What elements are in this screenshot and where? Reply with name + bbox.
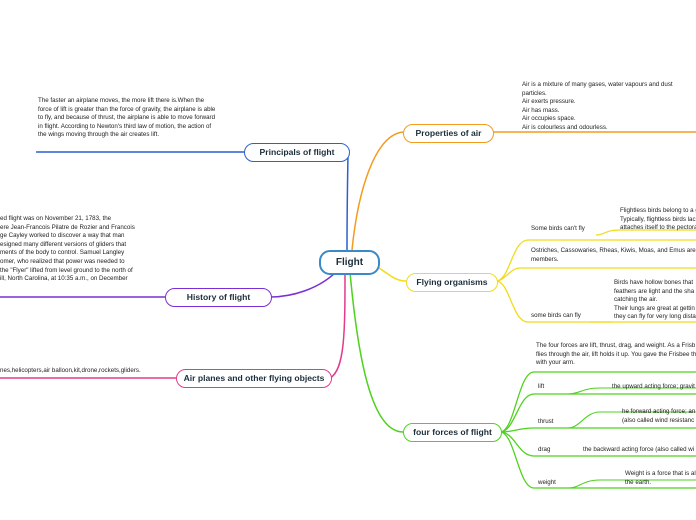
force-weight-label[interactable]: weight: [538, 479, 556, 486]
connector-organisms: [375, 265, 407, 282]
can-fly-detail-line: Their lungs are great at gettin: [614, 304, 695, 312]
connector-weight: [499, 431, 535, 489]
airplanes-text: nes,helicopters,air balloon,kit,drone,ro…: [0, 367, 141, 374]
connector-canfly: [495, 280, 529, 323]
connector-forces: [349, 271, 404, 433]
properties-line: particles.: [522, 89, 547, 97]
topic-properties-of-air[interactable]: Properties of air: [403, 124, 494, 143]
central-topic-flight[interactable]: Flight: [319, 250, 380, 275]
history-line: esigned many different versions of glide…: [0, 240, 127, 248]
connector-principals: [346, 151, 349, 251]
connector-drag: [499, 431, 535, 457]
cant-fly-label[interactable]: Some birds can't fly: [531, 225, 585, 232]
can-fly-detail-line: catching the air.: [614, 296, 658, 304]
force-drag-desc-line: the backward acting force (also called w…: [583, 446, 695, 453]
can-fly-detail-line: feathers are light and the sha: [614, 287, 695, 295]
force-thrust-label[interactable]: thrust: [538, 418, 554, 425]
force-lift-label[interactable]: lift: [538, 383, 545, 390]
force-drag-desc: the backward acting force (also called w…: [583, 446, 694, 455]
force-thrust-desc-line: he forward acting force; an: [622, 408, 696, 415]
connector-lift: [499, 393, 535, 433]
properties-text: Air is a mixture of many gases, water va…: [522, 81, 673, 133]
properties-line: Air is colourless and odourless.: [522, 123, 608, 131]
force-lift-desc-line: the upward acting force; gravit: [612, 383, 695, 390]
forces-intro-line: The four forces are lift, thrust, drag, …: [536, 342, 696, 349]
cant-fly-detail-line: Typically, flightless birds lac: [620, 215, 696, 223]
force-weight-desc-line: Weight is a force that is al: [625, 470, 696, 477]
forces-intro: The four forces are lift, thrust, drag, …: [536, 342, 696, 368]
topic-air-planes[interactable]: Air planes and other flying objects: [176, 369, 332, 388]
history-line: ge Cayley worked to discover a way that …: [0, 232, 125, 240]
connector-forces-intro: [499, 371, 535, 433]
history-line: the "Flyer" lifted from level ground to …: [0, 266, 133, 274]
can-fly-detail: Birds have hollow bones that feathers ar…: [614, 279, 696, 322]
history-line: ed flight was on November 21, 1783, the: [0, 215, 112, 222]
can-fly-detail-line: they can fly for very long dista: [614, 313, 696, 321]
cant-fly-detail-line: Flightless birds belong to a g: [620, 207, 696, 214]
force-thrust-desc: he forward acting force; an (also called…: [622, 408, 695, 425]
can-fly-label[interactable]: some birds can fly: [531, 312, 581, 319]
connector-cantfly-detail: [595, 229, 621, 236]
properties-line: Air has mass.: [522, 106, 560, 114]
topic-principals-of-flight[interactable]: Principals of flight: [244, 143, 350, 162]
bird-examples: Ostriches, Cassowaries, Rheas, Kiwis, Mo…: [531, 247, 696, 264]
history-line: omer, who realized that power was needed…: [0, 257, 125, 265]
topic-history-of-flight[interactable]: History of flight: [165, 288, 272, 307]
properties-line: Air is a mixture of many gases, water va…: [522, 81, 673, 88]
force-lift-desc: the upward acting force; gravit: [612, 383, 695, 392]
can-fly-detail-line: Birds have hollow bones that: [614, 279, 694, 286]
connector-thrust-bump: [567, 411, 696, 429]
force-drag-label[interactable]: drag: [538, 446, 551, 453]
connector-lift-bump: [567, 387, 696, 395]
history-line: ere Jean-Francois Pilatre de Rozier and …: [0, 223, 135, 231]
history-text: ed flight was on November 21, 1783, the …: [0, 215, 160, 284]
topic-four-forces-of-flight[interactable]: four forces of flight: [403, 423, 502, 442]
force-weight-desc: Weight is a force that is al the earth.: [625, 470, 696, 487]
principals-text: The faster an airplane moves, the more l…: [38, 97, 216, 139]
cant-fly-detail-line: attaches itself to the pectora: [620, 224, 696, 232]
connector-cantfly: [495, 239, 529, 282]
connector-airplanes: [329, 271, 346, 379]
forces-intro-line: with your arm.: [536, 359, 575, 367]
connector-examples: [495, 267, 521, 282]
properties-line: Air exerts pressure.: [522, 98, 576, 106]
connector-properties: [351, 131, 404, 251]
cant-fly-detail: Flightless birds belong to a g Typically…: [620, 207, 696, 233]
history-line: ments of the body to control. Samuel Lan…: [0, 249, 125, 257]
force-thrust-desc-line: (also called wind resistanc: [622, 416, 695, 424]
bird-examples-line: members.: [531, 255, 559, 263]
topic-flying-organisms[interactable]: Flying organisms: [406, 273, 498, 292]
force-weight-desc-line: the earth.: [625, 478, 652, 486]
history-line: ill, North Carolina, at 10:35 a.m., on D…: [0, 275, 128, 283]
bird-examples-line: Ostriches, Cassowaries, Rheas, Kiwis, Mo…: [531, 247, 696, 254]
forces-intro-line: flies through the air, lift holds it up.…: [536, 350, 696, 358]
properties-line: Air occupies space.: [522, 115, 576, 123]
connector-weight-bump: [567, 479, 696, 489]
